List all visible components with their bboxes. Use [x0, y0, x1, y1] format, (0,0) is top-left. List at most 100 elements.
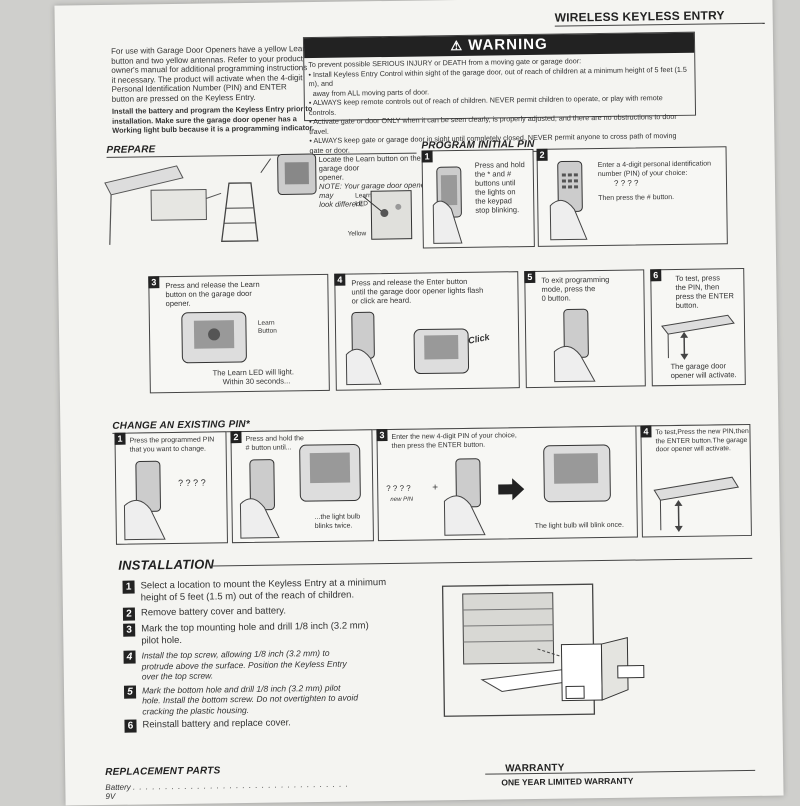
step-line: pilot hole.: [141, 632, 369, 647]
plus-sign: +: [432, 483, 438, 492]
change-pin-heading: CHANGE AN EXISTING PIN*: [112, 419, 250, 432]
change-step-1-text: Press the programmed PIN that you want t…: [129, 435, 225, 454]
program-step-2-text: Enter a 4-digit personal identification …: [598, 159, 725, 203]
installation-step-text: Mark the bottom hole and drill 1/8 inch …: [142, 682, 358, 717]
step-number: 1: [122, 581, 134, 594]
step-number: 1: [422, 150, 433, 162]
led-label: LED: [355, 199, 368, 208]
change-step-1: 1 Press the programmed PIN that you want…: [114, 431, 228, 545]
installation-step: 5 Mark the bottom hole and drill 1/8 inch…: [124, 681, 454, 717]
replacement-heading: REPLACEMENT PARTS: [105, 765, 220, 778]
change-step-3-text: Enter the new 4-digit PIN of your choice…: [391, 431, 551, 451]
step-line: door opener will activate.: [656, 445, 750, 455]
pin-placeholder: ? ? ? ?: [598, 177, 724, 188]
opener-illustration: [538, 441, 619, 508]
foot-line: ...the light bulb: [315, 512, 361, 522]
step-number: 3: [148, 276, 159, 288]
foot-line: opener will activate.: [671, 370, 743, 380]
installation-illustration: [441, 577, 673, 720]
step-number: 3: [376, 429, 387, 441]
step-number: 5: [524, 271, 535, 283]
installation-step-text: Install the top screw, allowing 1/8 inch…: [141, 648, 346, 682]
intro-bold-line: Working light bulb because it is a progr…: [112, 123, 327, 136]
warning-triangle-icon: ⚠: [450, 38, 463, 53]
dot-leader: . . . . . . . . . . . . . . . . . . . . …: [133, 780, 349, 792]
installation-step: 4 Install the top screw, allowing 1/8 inc…: [123, 646, 453, 682]
step-line: height of 5 feet (1.5 m) out of the reac…: [141, 589, 387, 604]
new-pin-label: new PIN: [390, 496, 413, 505]
step-line: press the ENTER: [676, 291, 742, 301]
program-step-3-text: Press and release the Learn button on th…: [165, 279, 325, 308]
installation-step-text: Mark the top mounting hole and drill 1/8…: [141, 620, 369, 647]
step-line: stop blinking.: [475, 205, 533, 215]
step-number: 4: [640, 425, 651, 437]
step-number: 4: [123, 651, 135, 664]
step-line: Then press the # button.: [598, 192, 724, 203]
pin-placeholder: ? ? ? ?: [386, 484, 411, 493]
instruction-sheet: WIRELESS KEYLESS ENTRY For use with Gara…: [54, 0, 783, 806]
step-line: or click are heard.: [352, 294, 518, 305]
program-step-3: 3 Press and release the Learn button on …: [148, 274, 330, 394]
installation-rule: [212, 558, 752, 567]
step-number: 2: [230, 431, 241, 443]
step-line: button.: [676, 300, 742, 310]
replacement-row: Battery . . . . . . . . . . . . . . . . …: [105, 779, 355, 800]
program-step-1: 1 Press and hold the * and # buttons unt…: [422, 149, 535, 249]
step-number: 2: [123, 608, 135, 621]
program-step-6: 6 To test, press the PIN, then press the…: [650, 268, 746, 386]
learn-button-label: Learn Button: [258, 320, 277, 336]
step-line: opener.: [166, 297, 326, 308]
program-step-4-text: Press and release the Enter button until…: [351, 276, 517, 305]
installation-step-text: Remove battery cover and battery.: [141, 605, 286, 620]
warning-heading: WARNING: [468, 36, 548, 54]
installation-step: 6 Reinstall battery and replace cover.: [124, 715, 454, 733]
foot-line: Within 30 seconds...: [213, 376, 294, 386]
change-step-4: 4 To test,Press the new PIN,then the ENT…: [640, 424, 752, 538]
program-step-4: 4 Press and release the Enter button unt…: [334, 271, 520, 391]
foot-line: blinks twice.: [315, 521, 361, 531]
step-line: Press and hold: [475, 160, 533, 170]
keypad-hand-illustration: [431, 165, 474, 246]
step-line: then press the ENTER button.: [392, 440, 552, 451]
pin-placeholder: ? ? ? ?: [178, 479, 206, 488]
click-label: Click: [468, 333, 491, 346]
warranty-subheading: ONE YEAR LIMITED WARRANTY: [501, 776, 633, 788]
step-number: 6: [650, 269, 661, 281]
program-step-3-foot: The Learn LED will light. Within 30 seco…: [213, 367, 295, 386]
change-step-3-foot: The light bulb will blink once.: [535, 521, 624, 531]
step-line: over the top screw.: [142, 669, 347, 682]
program-step-5-text: To exit programming mode, press the 0 bu…: [541, 274, 641, 302]
keypad-hand-illustration: [442, 457, 491, 538]
change-step-2-foot: ...the light bulb blinks twice.: [315, 512, 361, 531]
step-number: 5: [124, 685, 136, 698]
keypad-press-illustration: [344, 310, 385, 387]
installation-heading: INSTALLATION: [118, 556, 214, 572]
opener-illustration: [180, 310, 251, 367]
opener-illustration: [412, 327, 473, 378]
opener-illustration: [296, 438, 367, 509]
label-line: Button: [258, 328, 277, 336]
step-line: that you want to change.: [130, 444, 226, 454]
change-step-2: 2 Press and hold the # button until... .…: [230, 429, 374, 543]
program-step-5: 5 To exit programming mode, press the 0 …: [524, 269, 646, 388]
step-number: 6: [124, 720, 136, 733]
keypad-hand-illustration: [238, 457, 285, 540]
replacement-item: Battery: [105, 783, 130, 792]
keypad-hand-illustration: [122, 459, 173, 542]
installation-step: 3 Mark the top mounting hole and drill 1/…: [123, 619, 453, 648]
intro-block: For use with Garage Door Openers have a …: [111, 44, 327, 135]
right-arrow-icon: [498, 478, 524, 500]
step-number: 3: [123, 624, 135, 637]
prepare-callout: [279, 167, 280, 168]
step-number: 4: [334, 274, 345, 286]
garage-door-illustration: [658, 313, 739, 360]
step-number: 1: [114, 433, 125, 445]
page-title: WIRELESS KEYLESS ENTRY: [555, 8, 725, 24]
garage-door-illustration: [648, 475, 745, 532]
program-step-6-foot: The garage door opener will activate.: [670, 361, 742, 380]
installation-step-text: Reinstall battery and replace cover.: [142, 717, 291, 732]
step-line: 0 button.: [542, 292, 642, 302]
keypad-hand-illustration: [546, 159, 597, 242]
